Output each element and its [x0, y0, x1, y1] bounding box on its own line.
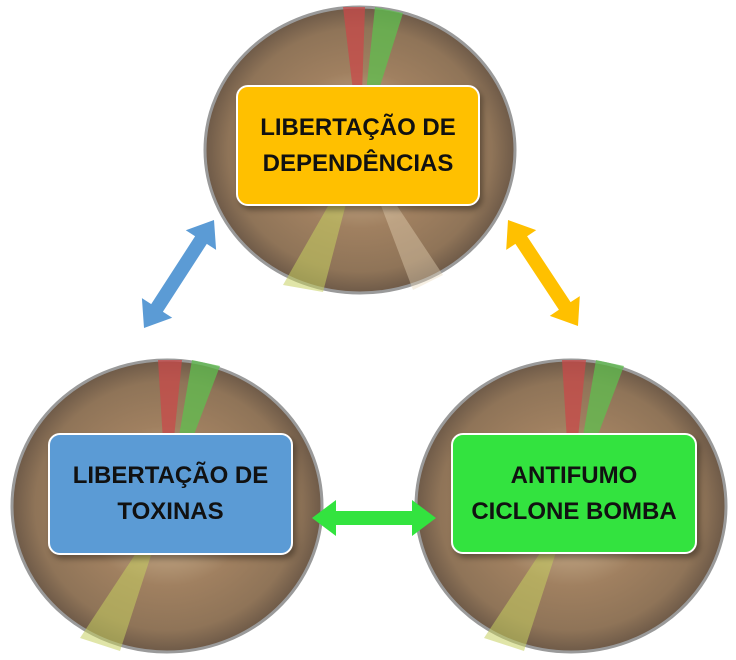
node-label-top: LIBERTAÇÃO DE DEPENDÊNCIAS — [260, 113, 456, 177]
double-arrow-left-right — [312, 500, 436, 536]
node-box-left: LIBERTAÇÃO DE TOXINAS — [48, 433, 293, 555]
double-arrow-top-left — [141, 220, 217, 328]
node-box-right: ANTIFUMO CICLONE BOMBA — [451, 433, 697, 554]
double-arrow-top-right — [506, 220, 580, 326]
node-label-left: LIBERTAÇÃO DE TOXINAS — [72, 462, 269, 525]
node-label-right: ANTIFUMO CICLONE BOMBA — [471, 461, 677, 525]
node-box-top: LIBERTAÇÃO DE DEPENDÊNCIAS — [236, 85, 480, 206]
